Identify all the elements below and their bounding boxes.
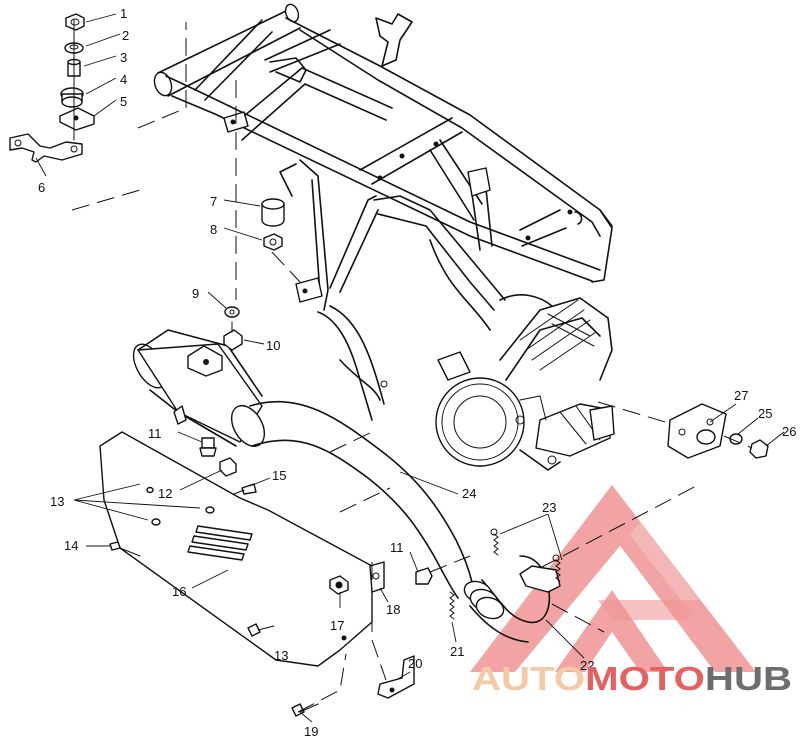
callout-12: 12	[158, 486, 172, 501]
nut-26	[749, 439, 769, 459]
callout-17: 17	[330, 618, 344, 633]
callout-13-lower: 13	[274, 648, 288, 663]
engine-assembly	[435, 294, 615, 471]
watermark-moto: MOTO	[585, 660, 705, 697]
callout-3: 3	[120, 50, 127, 65]
assembly-dashed-lines	[71, 22, 701, 713]
callout-8: 8	[210, 222, 217, 237]
callout-19: 19	[304, 724, 318, 739]
automotohub-watermark-logo	[470, 485, 756, 672]
exhaust-springs-21-23	[449, 528, 561, 620]
heat-shield	[99, 431, 373, 667]
callout-14: 14	[64, 538, 78, 553]
callout-26: 26	[782, 424, 796, 439]
callout-11-upper: 11	[148, 426, 162, 441]
callout-5: 5	[120, 94, 127, 109]
callout-25: 25	[758, 406, 772, 421]
callout-15: 15	[272, 468, 286, 483]
washer-9-bolt-10	[223, 306, 243, 351]
bracket-6	[9, 133, 83, 163]
callout-9: 9	[192, 286, 199, 301]
callout-23: 23	[542, 500, 556, 515]
bolt-11-nut-12	[199, 437, 433, 585]
callout-21: 21	[450, 644, 464, 659]
callout-6: 6	[38, 180, 45, 195]
callout-1: 1	[120, 6, 127, 21]
callout-27: 27	[734, 388, 748, 403]
callout-numbers: 1 2 3 4 5 6 7 8 9 10 11 12 13 14 15 16 1…	[38, 6, 796, 739]
callout-22: 22	[580, 658, 594, 673]
callout-20: 20	[408, 656, 422, 671]
nut-1	[65, 13, 85, 31]
watermark-hub: HUB	[705, 660, 792, 697]
washer-17-bracket-18	[329, 561, 385, 595]
callout-7: 7	[210, 194, 217, 209]
callout-11-lower: 11	[390, 540, 404, 555]
rubber-mount-7-nut-8	[261, 198, 285, 251]
callout-10: 10	[266, 338, 280, 353]
callout-4: 4	[120, 72, 127, 87]
callout-16: 16	[172, 584, 186, 599]
callout-2: 2	[122, 28, 129, 43]
watermark-auto: AUTO	[472, 660, 585, 697]
atv-frame	[153, 3, 613, 421]
callout-24: 24	[462, 486, 476, 501]
mount-hardware-stack-1-5	[59, 13, 95, 141]
callout-18: 18	[386, 602, 400, 617]
callout-13-upper: 13	[50, 494, 64, 509]
muffler-and-exhaust-pipe	[132, 329, 605, 643]
callout-leaders	[35, 13, 785, 723]
exhaust-port-flange-group	[597, 401, 769, 459]
screws-13-14-15	[95, 483, 275, 637]
